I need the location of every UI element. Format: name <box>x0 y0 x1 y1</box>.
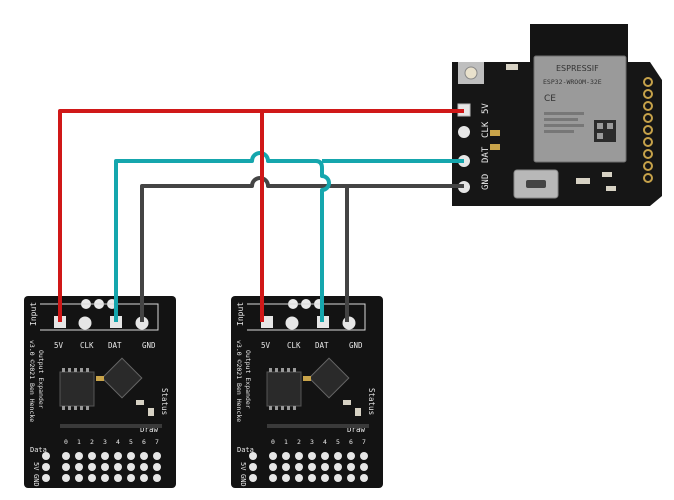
channel-7: 7 <box>362 438 366 446</box>
channel-4: 4 <box>116 438 120 446</box>
status-label: Status <box>160 388 169 415</box>
channel-6: 6 <box>142 438 146 446</box>
controller-pin-5v: 5V <box>481 103 491 114</box>
ce-label: CE <box>544 94 556 104</box>
product-text: Output Expander <box>37 350 45 409</box>
controller-pin-labels: GND DAT CLK 5V <box>481 103 491 190</box>
version-text: v3.0 ©2021 Ben Hencke <box>235 340 243 422</box>
v5-label: 5V <box>239 462 247 471</box>
channel-numbers: 0 1 2 3 4 5 6 7 <box>64 438 159 446</box>
wires <box>58 109 464 322</box>
expander-pcb <box>231 296 383 488</box>
pin-label-5v: 5V <box>261 341 271 350</box>
power-wire <box>58 109 464 322</box>
channel-5: 5 <box>336 438 340 446</box>
gnd-label: GND <box>32 474 40 487</box>
output-pad-grid <box>249 424 369 482</box>
pin-label-gnd: GND <box>142 341 156 350</box>
brand-label: ESPRESSIF <box>556 64 599 73</box>
controller-side-pads <box>643 77 653 183</box>
channel-2: 2 <box>90 438 94 446</box>
data-label: Data <box>237 446 254 454</box>
pin-label-clk: CLK <box>287 341 301 350</box>
controller-pin-gnd: GND <box>481 174 491 190</box>
channel-3: 3 <box>310 438 314 446</box>
v5-label: 5V <box>32 462 40 471</box>
status-label: Status <box>367 388 376 415</box>
controller-pin-clk: CLK <box>481 121 491 138</box>
controller-pin-dat: DAT <box>481 146 491 163</box>
input-label: Input <box>236 302 245 326</box>
expander-board-2: Input 5V CLK DAT GND v3.0 ©2021 Ben Henc… <box>231 296 383 488</box>
chip-driver <box>266 371 302 407</box>
data-label: Data <box>30 446 47 454</box>
esp32-controller-board: ESPRESSIF ESP32-WROOM-32E CE <box>452 24 662 206</box>
gnd-label: GND <box>239 474 247 487</box>
output-pad-grid <box>42 424 162 482</box>
expander-pcb <box>24 296 176 488</box>
channel-6: 6 <box>349 438 353 446</box>
expander-board-1: Input 5V CLK DAT GND v3.0 ©2021 Ben Henc… <box>24 296 176 488</box>
module-label: ESP32-WROOM-32E <box>543 78 602 86</box>
pad-gnd <box>135 316 149 330</box>
channel-5: 5 <box>129 438 133 446</box>
version-text: v3.0 ©2021 Ben Hencke <box>28 340 36 422</box>
chip-mcu <box>101 357 143 399</box>
channel-2: 2 <box>297 438 301 446</box>
channel-4: 4 <box>323 438 327 446</box>
pin-label-dat: DAT <box>315 341 329 350</box>
channel-0: 0 <box>271 438 275 446</box>
data-wire <box>114 151 464 322</box>
channel-numbers: 0 1 2 3 4 5 6 7 <box>271 438 366 446</box>
chip-driver <box>59 371 95 407</box>
input-label: Input <box>29 302 38 326</box>
channel-1: 1 <box>77 438 81 446</box>
pin-label-gnd: GND <box>349 341 363 350</box>
chip-mcu <box>308 357 350 399</box>
draw-label: Draw <box>140 425 159 434</box>
pad-clk <box>285 316 299 330</box>
pad-clk <box>78 316 92 330</box>
pin-label-clk: CLK <box>80 341 94 350</box>
pin-label-dat: DAT <box>108 341 122 350</box>
draw-label: Draw <box>347 425 366 434</box>
channel-3: 3 <box>103 438 107 446</box>
channel-0: 0 <box>64 438 68 446</box>
channel-1: 1 <box>284 438 288 446</box>
product-text: Output Expander <box>244 350 252 409</box>
pin-label-5v: 5V <box>54 341 64 350</box>
channel-7: 7 <box>155 438 159 446</box>
